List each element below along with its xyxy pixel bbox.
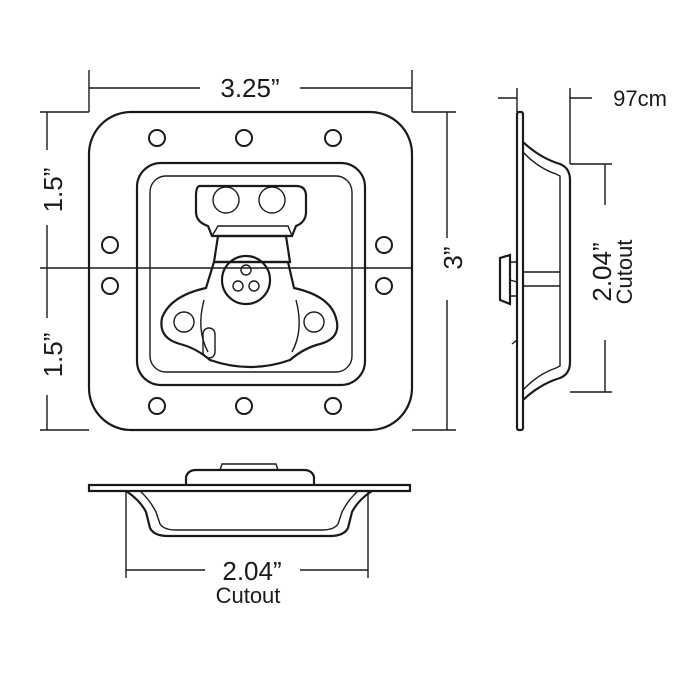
left-lower-dimension: 1.5” [38, 268, 89, 431]
left-lower-label: 1.5” [38, 333, 68, 378]
hinge-bracket [194, 184, 308, 238]
mounting-hole [101, 236, 119, 254]
side-cutout-value: 2.04” [587, 242, 617, 301]
boss-hole [240, 264, 252, 276]
right-height-dimension: 3” [412, 111, 468, 431]
handle-slot [202, 327, 216, 359]
width-dimension: 3.25” [88, 70, 413, 112]
mounting-hole [375, 277, 393, 295]
depth-label: 97cm [613, 86, 667, 111]
dish-inner [149, 175, 353, 373]
front-view [40, 110, 414, 432]
side-view [498, 110, 572, 432]
mounting-hole [324, 397, 342, 415]
side-cutout-dimension: 2.04” Cutout [570, 163, 637, 393]
hinge-hole [258, 186, 286, 214]
side-flange [515, 110, 525, 432]
boss-hole [248, 280, 260, 292]
mounting-hole [148, 129, 166, 147]
bottom-dish [125, 490, 373, 538]
left-upper-label: 1.5” [38, 168, 68, 213]
outer-plate [87, 110, 414, 432]
depth-dimension: 97cm [498, 86, 667, 164]
side-latch [498, 253, 512, 306]
side-cutout-label: Cutout [612, 240, 637, 305]
butterfly-handle [160, 254, 339, 369]
mounting-hole [324, 129, 342, 147]
hinge-hole [212, 186, 240, 214]
bottom-view [87, 463, 412, 538]
center-boss [220, 254, 272, 306]
side-dish [522, 141, 572, 401]
latch-neck [212, 234, 292, 264]
dish-outer [135, 161, 367, 387]
mounting-hole [148, 397, 166, 415]
bottom-latch [184, 468, 316, 485]
bottom-flange [87, 483, 412, 493]
left-upper-dimension: 1.5” [38, 111, 89, 268]
mounting-hole [235, 129, 253, 147]
bottom-cutout-label: Cutout [216, 583, 281, 608]
right-height-label: 3” [438, 246, 468, 269]
width-label: 3.25” [220, 73, 279, 103]
mounting-hole [375, 236, 393, 254]
mounting-holes [101, 129, 393, 415]
mounting-hole [235, 397, 253, 415]
boss-hole [232, 280, 244, 292]
wing-hole [173, 311, 195, 333]
bottom-cutout-value: 2.04” [222, 556, 281, 586]
mounting-hole [101, 277, 119, 295]
wing-hole [303, 311, 325, 333]
bottom-cutout-dimension: 2.04” Cutout [125, 491, 369, 608]
